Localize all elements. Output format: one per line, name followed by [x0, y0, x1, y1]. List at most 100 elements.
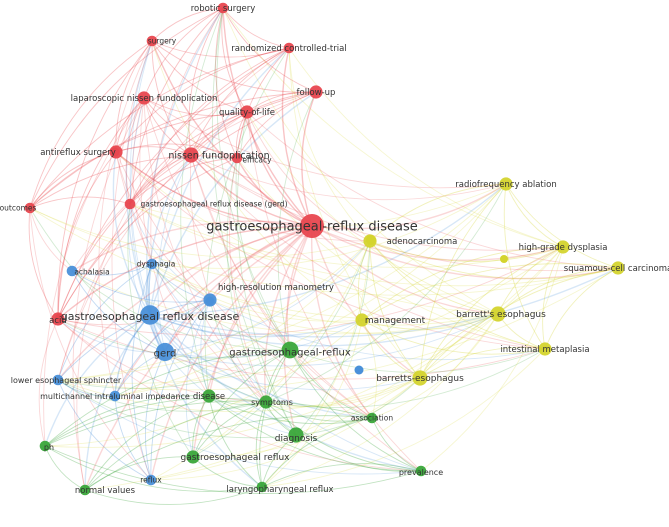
- edge-n30-n36: [261, 313, 499, 488]
- label-lower-esophageal-sphincter: lower esophageal sphincter: [11, 376, 122, 385]
- node-association[interactable]: [366, 412, 378, 424]
- node-gastroesophageal-reflux-disease[interactable]: [299, 213, 325, 239]
- node-multichannel-intraluminal-impedance[interactable]: [109, 390, 121, 402]
- edge-n17-n32: [164, 240, 371, 353]
- node-nissen-fundoplication[interactable]: [183, 147, 199, 163]
- node-gastroesophageal-reflux-disease[interactable]: [140, 305, 160, 325]
- node-diagnosis[interactable]: [288, 427, 304, 443]
- node-gerd[interactable]: [155, 342, 175, 362]
- label-intestinal-metaplasia: intestinal metaplasia: [500, 345, 589, 355]
- edge-n10-n34: [29, 207, 619, 296]
- edge-n11-n13: [71, 220, 313, 272]
- node-outcomes[interactable]: [24, 202, 36, 214]
- edge-n5-n36: [246, 111, 499, 315]
- node-antireflux-surgery[interactable]: [109, 145, 123, 159]
- edge-n23-n27: [192, 401, 267, 458]
- edge-n3-n12: [57, 97, 145, 320]
- hub-node-1: [500, 255, 508, 263]
- label-gastroesophageal-reflux-disease-gerd-: gastroesophageal reflux disease (gerd): [140, 200, 287, 209]
- edge-n13-n36: [71, 270, 499, 335]
- edge-n11-n18: [57, 225, 313, 381]
- edge-n30-n32: [261, 240, 371, 488]
- node-barretts-esophagus[interactable]: [412, 370, 428, 386]
- node-barrett-s-esophagus[interactable]: [490, 306, 506, 322]
- edge-n0-n36: [222, 7, 499, 315]
- edge-n4-n12: [57, 91, 317, 320]
- edge-n26-n36: [44, 313, 499, 448]
- node-gastroesophageal-reflux[interactable]: [281, 341, 299, 359]
- node-symptoms[interactable]: [259, 395, 273, 409]
- node-laparoscopic-nissen-fundoplication[interactable]: [137, 91, 151, 105]
- node-efficacy[interactable]: [231, 152, 243, 164]
- node-laryngopharyngeal-reflux[interactable]: [256, 481, 268, 493]
- edge-n2-n7: [236, 47, 290, 159]
- edge-n4-n9: [129, 91, 317, 205]
- edge-n26-n30: [44, 445, 263, 492]
- node-follow-up[interactable]: [309, 85, 323, 99]
- edge-n32-n36: [369, 240, 499, 315]
- label-nissen-fundoplication: nissen fundoplication: [168, 150, 269, 161]
- node-lower-esophageal-sphincter[interactable]: [52, 374, 64, 386]
- node-management[interactable]: [355, 313, 369, 327]
- edge-n5-n18: [57, 111, 248, 381]
- node-intestinal-metaplasia[interactable]: [538, 342, 552, 356]
- edge-n11-n28: [84, 225, 313, 491]
- edge-n2-n22: [204, 47, 290, 397]
- edge-n31-n33: [505, 183, 564, 248]
- edge-n18-n21: [57, 349, 291, 390]
- edge-n3-n9: [125, 97, 145, 205]
- edge-n15-n22: [200, 299, 211, 397]
- edge-n33-n35: [361, 246, 564, 321]
- node-surgery[interactable]: [146, 35, 158, 47]
- edge-n5-n34: [246, 111, 619, 269]
- edge-n21-n24: [289, 349, 373, 419]
- node-high-resolution-manometry[interactable]: [203, 293, 217, 307]
- label-reflux: reflux: [140, 476, 162, 485]
- node-high-grade-dysplasia[interactable]: [556, 240, 570, 254]
- edge-n14-n21: [151, 263, 291, 351]
- node-quality-of-life[interactable]: [240, 105, 254, 119]
- edge-n35-n37: [361, 319, 546, 355]
- edge-n12-n26: [38, 318, 59, 447]
- node-acid[interactable]: [51, 312, 65, 326]
- label-barrett-s-esophagus: barrett's esophagus: [456, 310, 546, 320]
- edge-n32-n33: [369, 240, 564, 262]
- node-squamous-cell-carcinoma[interactable]: [611, 261, 625, 275]
- edge-n5-n10: [29, 111, 248, 209]
- node-radiofrequency-ablation[interactable]: [499, 177, 513, 191]
- edge-n11-n22: [208, 225, 313, 397]
- node-robotic-surgery[interactable]: [217, 2, 229, 14]
- node-disease[interactable]: [202, 389, 216, 403]
- edge-n32-n34: [369, 240, 619, 280]
- node-randomized-controlled-trial[interactable]: [283, 42, 295, 54]
- label-gastroesophageal-reflux-disease: gastroesophageal-reflux disease: [206, 220, 418, 235]
- edge-n0-n2: [222, 7, 290, 49]
- edge-n2-n10: [29, 47, 290, 209]
- node-ph[interactable]: [39, 440, 51, 452]
- edge-n19-n20: [114, 395, 152, 481]
- edge-n11-n38: [311, 225, 421, 379]
- edge-n9-n15: [129, 203, 211, 301]
- node-gastroesophageal-reflux-disease-gerd-[interactable]: [124, 198, 136, 210]
- node-achalasia[interactable]: [66, 265, 78, 277]
- edge-n27-n32: [192, 240, 371, 458]
- node-gastroesophageal-reflux[interactable]: [186, 450, 200, 464]
- node-prevalence[interactable]: [415, 465, 427, 477]
- node-normal-values[interactable]: [79, 484, 91, 496]
- edge-n16-n34: [149, 267, 619, 338]
- edge-n19-n31: [114, 183, 507, 397]
- edge-n21-n27: [192, 349, 291, 458]
- edge-n3-n24: [143, 97, 373, 419]
- node-reflux[interactable]: [145, 474, 157, 486]
- edge-n25-n38: [295, 377, 421, 436]
- edge-n9-n34: [129, 203, 619, 287]
- node-adenocarcinoma[interactable]: [363, 234, 377, 248]
- edge-n7-n23: [226, 157, 267, 403]
- edge-n4-n16: [149, 91, 317, 316]
- edge-n0-n7: [215, 7, 238, 159]
- edge-n3-n14: [132, 97, 153, 265]
- edge-n2-n12: [57, 47, 290, 320]
- edge-n2-n8: [115, 47, 290, 153]
- node-dysphagia[interactable]: [146, 258, 158, 270]
- edge-n24-n28: [84, 415, 373, 491]
